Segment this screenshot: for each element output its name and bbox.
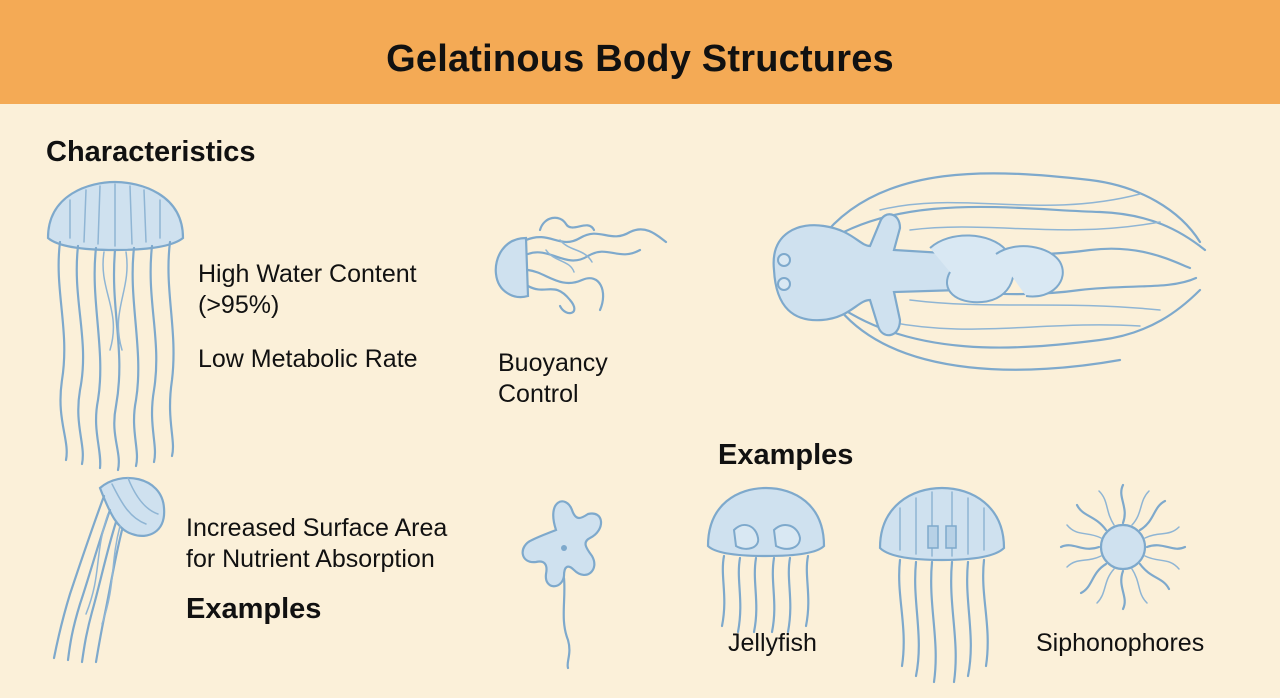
jellyfish-example-illustration [706, 486, 826, 634]
feature-surface-area: Increased Surface Area for Nutrient Abso… [186, 514, 448, 573]
feature-buoyancy: Buoyancy Control [498, 349, 608, 408]
feature-water-content: High Water Content (>95%) [198, 260, 417, 319]
example-label-jellyfish: Jellyfish [728, 629, 817, 657]
characteristics-heading: Characteristics [46, 136, 256, 168]
lobed-organism-illustration [521, 500, 603, 670]
examples-heading-right: Examples [718, 439, 854, 471]
buoyancy-jellyfish-illustration [494, 216, 668, 315]
siphonophore-example-illustration [1059, 483, 1187, 611]
siphonophore-illustration-large [772, 172, 1207, 371]
example-label-siphonophores: Siphonophores [1036, 629, 1205, 657]
feature-metabolic-rate: Low Metabolic Rate [198, 345, 418, 373]
jellyfish-illustration-large [46, 180, 185, 472]
examples-heading-left: Examples [186, 593, 322, 625]
title-banner: Gelatinous Body Structures [0, 0, 1280, 104]
jellyfish-illustration-small [52, 476, 166, 664]
page-title: Gelatinous Body Structures [386, 37, 894, 80]
jellyfish-example-2-illustration [878, 486, 1006, 684]
